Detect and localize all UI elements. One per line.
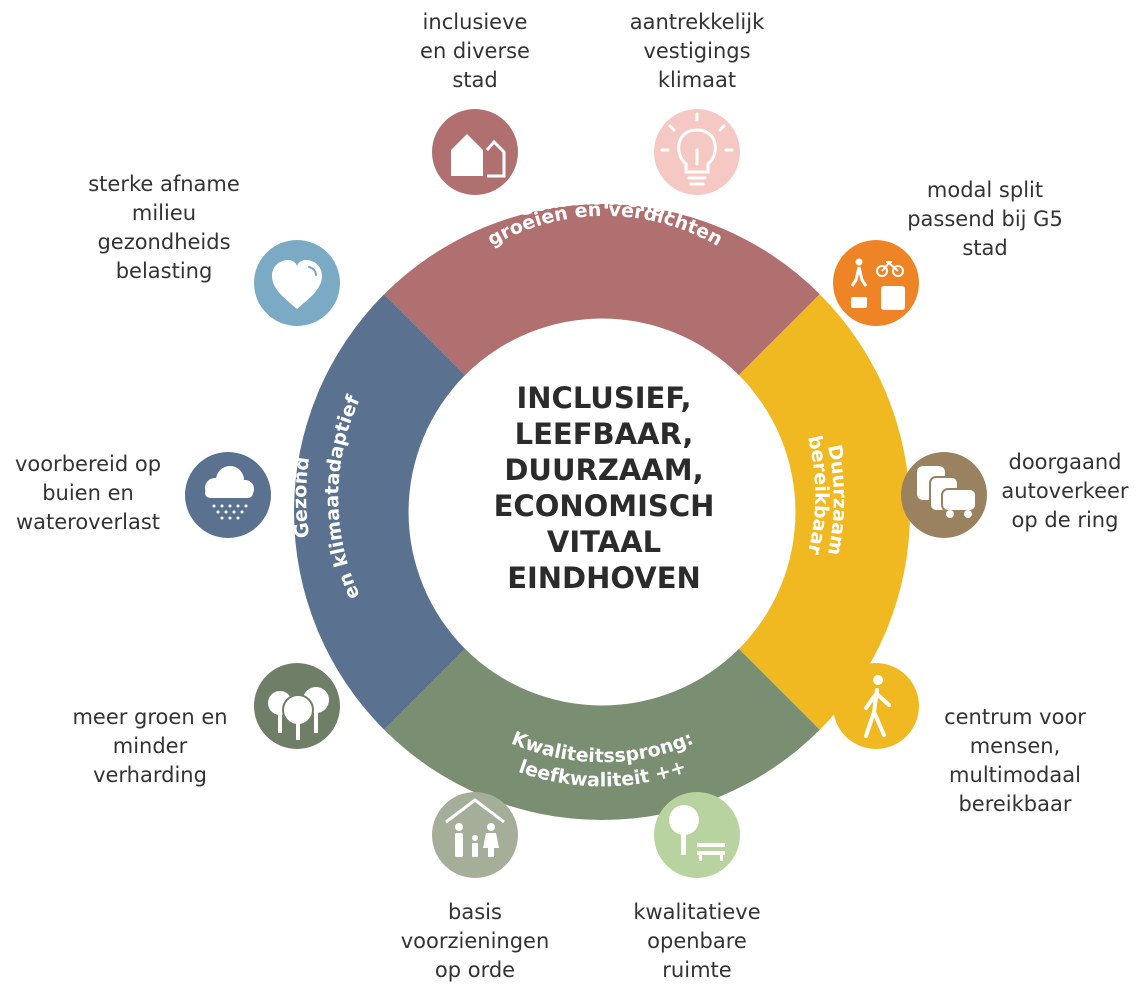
ring-segment-gezond	[293, 294, 466, 730]
houses-icon	[451, 134, 506, 178]
goal-basisvoorzieningen	[432, 792, 518, 878]
ring-segment-schaalsprong	[384, 203, 820, 376]
goal-modal-split	[833, 240, 919, 326]
central-line: DUURZAAM,	[504, 453, 704, 487]
trees-icon	[266, 685, 331, 740]
central-line: LEEFBAAR,	[514, 417, 694, 451]
ring-segment-kwaliteitssprong	[384, 648, 820, 821]
goal-meer-groen	[254, 663, 340, 749]
goal-wateroverlast	[185, 452, 271, 538]
goal-inclusieve-stad	[432, 109, 518, 195]
heart-icon	[272, 260, 322, 309]
tree-bench-icon	[669, 805, 725, 861]
central-line: EINDHOVEN	[507, 561, 701, 595]
rain-cloud-icon	[205, 466, 254, 520]
goal-autoverkeer-ring	[901, 452, 987, 538]
central-line: ECONOMISCH	[493, 489, 715, 523]
central-line: INCLUSIEF,	[516, 381, 692, 415]
goal-gezondheidsbelasting	[254, 240, 340, 326]
pedestrian-icon	[864, 675, 891, 738]
ring-segment-duurzaam	[738, 294, 911, 730]
transport-modes-icon	[850, 258, 905, 310]
goal-centrum-voor-mensen	[833, 663, 919, 749]
goal-vestigingsklimaat	[654, 109, 740, 195]
ring-label-gezond-line1: Gezond	[289, 456, 314, 540]
cars-icon	[917, 466, 977, 518]
family-house-icon	[445, 798, 505, 857]
central-line: VITAAL	[546, 525, 662, 559]
goal-openbare-ruimte	[654, 792, 740, 878]
lightbulb-icon	[660, 112, 734, 186]
central-statement: INCLUSIEF, LEEFBAAR, DUURZAAM, ECONOMISC…	[454, 380, 754, 596]
